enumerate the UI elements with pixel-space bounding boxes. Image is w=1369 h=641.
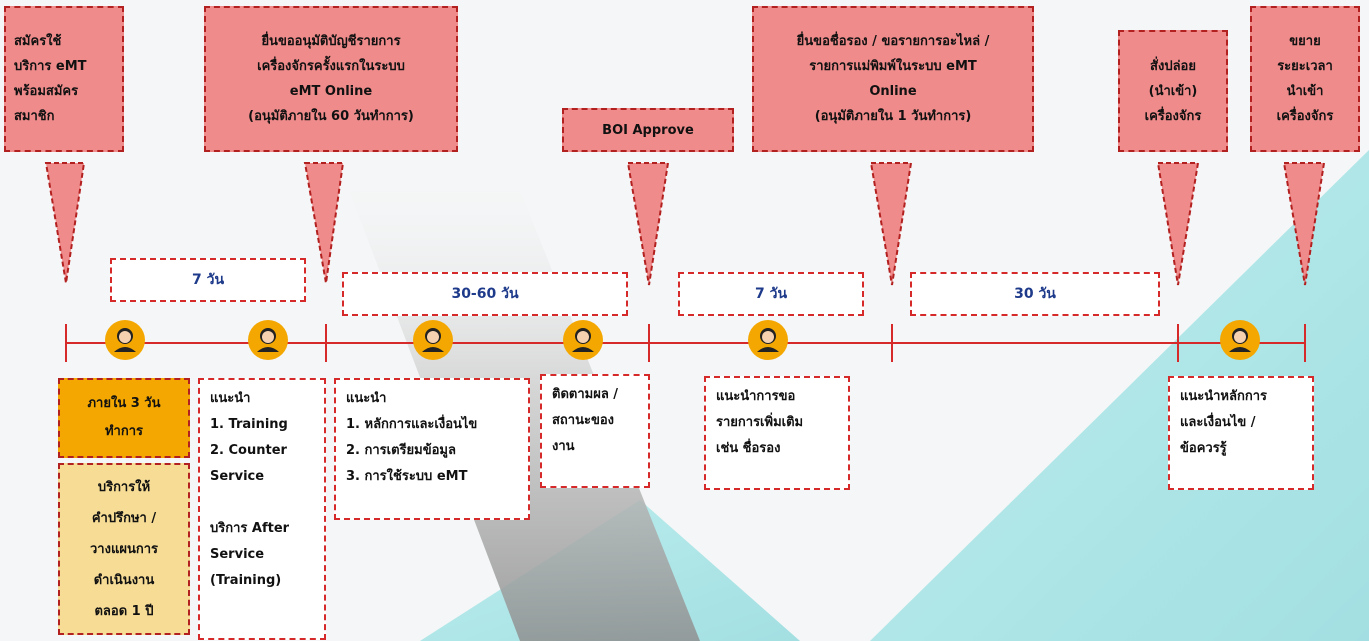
box-line <box>210 490 314 516</box>
box-line: แนะนำการขอ <box>716 389 796 404</box>
box-line: 2. Counter <box>210 443 287 458</box>
box-line: งาน <box>552 439 575 454</box>
person-icon <box>413 320 453 360</box>
within-3-days-box: ภายใน 3 วัน ทำการ <box>58 378 190 458</box>
duration-4: 30 วัน <box>910 272 1160 316</box>
callout-first-approval: ยื่นขออนุมัติบัญชีรายการ เครื่องจักรครั้… <box>204 6 458 152</box>
box-line: บริการ After <box>210 521 290 536</box>
duration-1: 7 วัน <box>110 258 306 302</box>
box-line: แนะนำหลักการ <box>1180 389 1267 404</box>
pointer-1 <box>44 162 86 284</box>
person-icon <box>248 320 288 360</box>
follow-up-box: ติดตามผล / สถานะของ งาน <box>540 374 650 488</box>
callout-extend: ขยาย ระยะเวลา นำเข้า เครื่องจักร <box>1250 6 1360 152</box>
timeline-ticks <box>65 324 1306 362</box>
box-line: สถานะของ <box>552 413 615 428</box>
person-icon <box>105 320 145 360</box>
callout-register: สมัครใช้ บริการ eMT พร้อมสมัคร สมาชิก <box>4 6 124 152</box>
callout-boi-approve: BOI Approve <box>562 108 734 152</box>
additional-items-box: แนะนำการขอ รายการเพิ่มเติม เช่น ชื่อรอง <box>704 376 850 490</box>
box-line: เช่น ชื่อรอง <box>716 441 781 456</box>
callout-pointers <box>44 162 1326 286</box>
box-line: 1. หลักการและเงื่อนไข <box>346 417 478 432</box>
box-line: (Training) <box>210 573 282 588</box>
guidance-box-principles: แนะนำ 1. หลักการและเงื่อนไข 2. การเตรียม… <box>334 378 530 520</box>
person-icon <box>563 320 603 360</box>
box-line: แนะนำ <box>210 391 251 406</box>
person-icon <box>748 320 788 360</box>
box-line: 1. Training <box>210 417 288 432</box>
callout-release: สั่งปล่อย (นำเข้า) เครื่องจักร <box>1118 30 1228 152</box>
box-line: Service <box>210 469 265 484</box>
box-line: และเงื่อนไข / <box>1180 415 1256 430</box>
pointer-6 <box>1282 162 1326 286</box>
box-line: ข้อควรรู้ <box>1180 441 1227 456</box>
box-line: 2. การเตรียมข้อมูล <box>346 443 456 458</box>
box-line: Service <box>210 547 265 562</box>
guidance-box-training: แนะนำ 1. Training 2. Counter Service บริ… <box>198 378 326 640</box>
pointer-2 <box>303 162 345 284</box>
pointer-5 <box>1156 162 1200 286</box>
box-line: รายการเพิ่มเติม <box>716 415 804 430</box>
box-line: แนะนำ <box>346 391 387 406</box>
pointer-3 <box>626 162 670 286</box>
box-line: 3. การใช้ระบบ eMT <box>346 469 468 484</box>
callout-submit-secondary: ยื่นขอชื่อรอง / ขอรายการอะไหล่ / รายการแ… <box>752 6 1034 152</box>
teal-shape-right <box>870 150 1369 641</box>
box-line: ติดตามผล / <box>552 387 619 402</box>
person-icons <box>105 320 1260 360</box>
duration-3: 7 วัน <box>678 272 864 316</box>
person-icon <box>1220 320 1260 360</box>
principles-conditions-box: แนะนำหลักการ และเงื่อนไข / ข้อควรรู้ <box>1168 376 1314 490</box>
pointer-4 <box>869 162 913 286</box>
duration-2: 30-60 วัน <box>342 272 628 316</box>
consult-box: บริการให้ คำปรึกษา / วางแผนการ ดำเนินงาน… <box>58 463 190 635</box>
